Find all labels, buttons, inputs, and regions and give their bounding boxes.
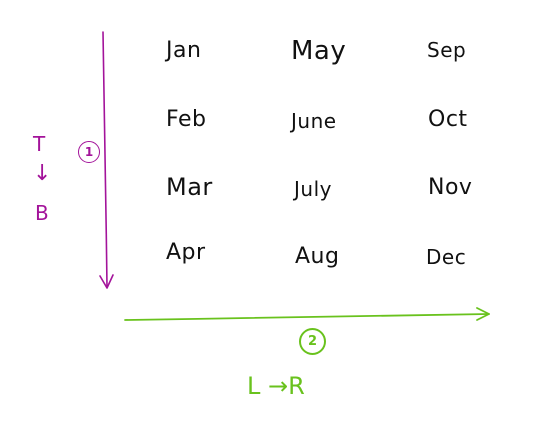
horizontal-arrow-shaft — [124, 313, 490, 321]
left-to-right-label: L →R — [247, 372, 305, 400]
month-may: May — [291, 36, 347, 66]
bottom-label: B — [35, 201, 49, 225]
month-sep: Sep — [427, 38, 467, 62]
month-jan: Jan — [166, 38, 202, 63]
step-one-number: 1 — [84, 145, 94, 159]
top-label: T — [33, 132, 46, 156]
down-arrow-glyph: ↓ — [33, 161, 52, 186]
step-one-badge: 1 — [78, 141, 100, 163]
month-oct: Oct — [428, 107, 468, 132]
step-two-number: 2 — [307, 334, 318, 349]
vertical-arrow-shaft — [102, 31, 108, 288]
step-two-badge: 2 — [299, 328, 326, 355]
month-nov: Nov — [428, 175, 473, 200]
month-dec: Dec — [426, 245, 467, 269]
month-mar: Mar — [166, 173, 213, 201]
horizontal-arrow-head — [476, 307, 490, 321]
month-feb: Feb — [166, 107, 207, 132]
vertical-arrow-head — [99, 274, 114, 289]
month-july: July — [294, 177, 332, 201]
month-june: June — [291, 109, 337, 133]
month-apr: Apr — [166, 240, 206, 265]
month-aug: Aug — [295, 244, 340, 269]
